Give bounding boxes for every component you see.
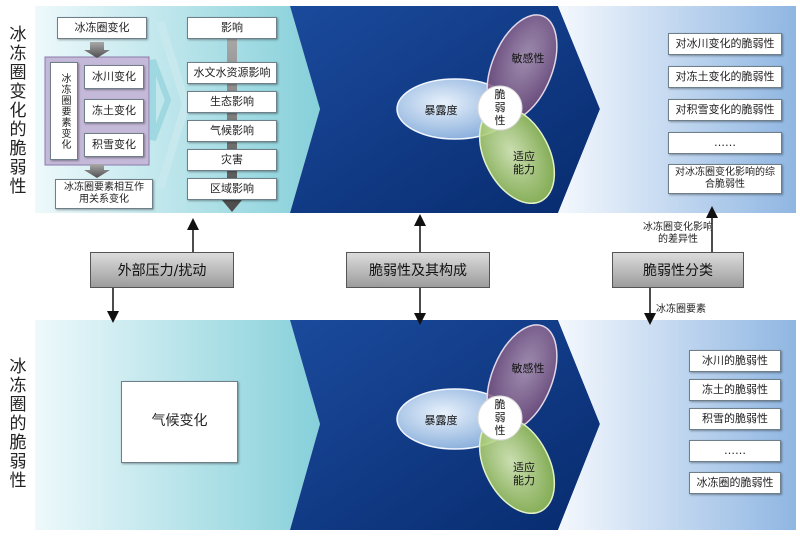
interaction-change-box: 冰冻圈要素相互作用关系变化 — [55, 179, 153, 209]
element-item: 积雪变化 — [84, 133, 144, 157]
element-item: 冰川变化 — [84, 65, 144, 89]
element-item: 冻土变化 — [84, 99, 144, 123]
vulnerability-center — [477, 85, 523, 131]
impact-item: 灾害 — [187, 149, 277, 171]
arrow-down-icon — [222, 200, 242, 212]
climate-change-box: 气候变化 — [121, 381, 238, 463]
vulnerability-classification-box: 脆弱性分类 — [612, 252, 744, 288]
element-vulnerability-item: 冻土的脆弱性 — [689, 379, 781, 401]
arrow-down-icon — [84, 42, 110, 58]
cryosphere-change-box: 冰冻圈变化 — [57, 17, 147, 39]
cryosphere-elements-note: 冰冻圈要素 — [656, 304, 706, 315]
external-pressure-box: 外部压力/扰动 — [90, 252, 234, 288]
chevron-right-icon — [150, 58, 172, 142]
element-vulnerability-item: …… — [689, 440, 781, 462]
vulnerability-class-item: 对冻土变化的脆弱性 — [668, 66, 782, 88]
sensitivity-label: 敏感性 — [511, 362, 545, 375]
vulnerability-center — [477, 395, 523, 441]
vulnerability-center-label: 脆弱性 — [494, 398, 506, 437]
element-vulnerability-item: 冰冻圈的脆弱性 — [689, 472, 781, 494]
cryosphere-elements-change-label: 冰冻圈要素变化 — [50, 62, 78, 160]
vulnerability-center-label: 脆弱性 — [494, 88, 506, 127]
impact-item: 生态影响 — [187, 91, 277, 113]
element-vulnerability-item: 冰川的脆弱性 — [689, 350, 781, 372]
vulnerability-class-item: 对积雪变化的脆弱性 — [668, 99, 782, 121]
exposure-label: 暴露度 — [424, 414, 458, 427]
exposure-label: 暴露度 — [424, 104, 458, 117]
top-left-panel-notch — [156, 20, 191, 190]
venn-bottom — [396, 324, 558, 515]
impact-difference-note: 冰冻圈变化影响的差异性 — [643, 222, 713, 245]
vulnerability-class-item: 对冰冻圈变化影响的综合脆弱性 — [668, 164, 782, 194]
vulnerability-class-item: 对冰川变化的脆弱性 — [668, 33, 782, 55]
adaptive-capacity-label: 适应能力 — [513, 461, 535, 487]
element-vulnerability-item: 积雪的脆弱性 — [689, 408, 781, 430]
adaptive-capacity-label: 适应能力 — [513, 150, 535, 176]
impact-item: 水文水资源影响 — [187, 62, 277, 84]
vulnerability-class-item: …… — [668, 132, 782, 154]
side-label-bottom: 冰冻圈的脆弱性 — [9, 357, 27, 491]
sensitivity-label: 敏感性 — [511, 52, 545, 65]
side-label-top: 冰冻圈变化的脆弱性 — [9, 25, 27, 197]
venn-top — [396, 14, 558, 205]
impact-item: 区域影响 — [187, 178, 277, 200]
vulnerability-composition-box: 脆弱性及其构成 — [346, 252, 490, 288]
impact-item: 气候影响 — [187, 120, 277, 142]
impact-title-box: 影响 — [187, 17, 277, 39]
arrow-down-icon — [84, 164, 110, 178]
